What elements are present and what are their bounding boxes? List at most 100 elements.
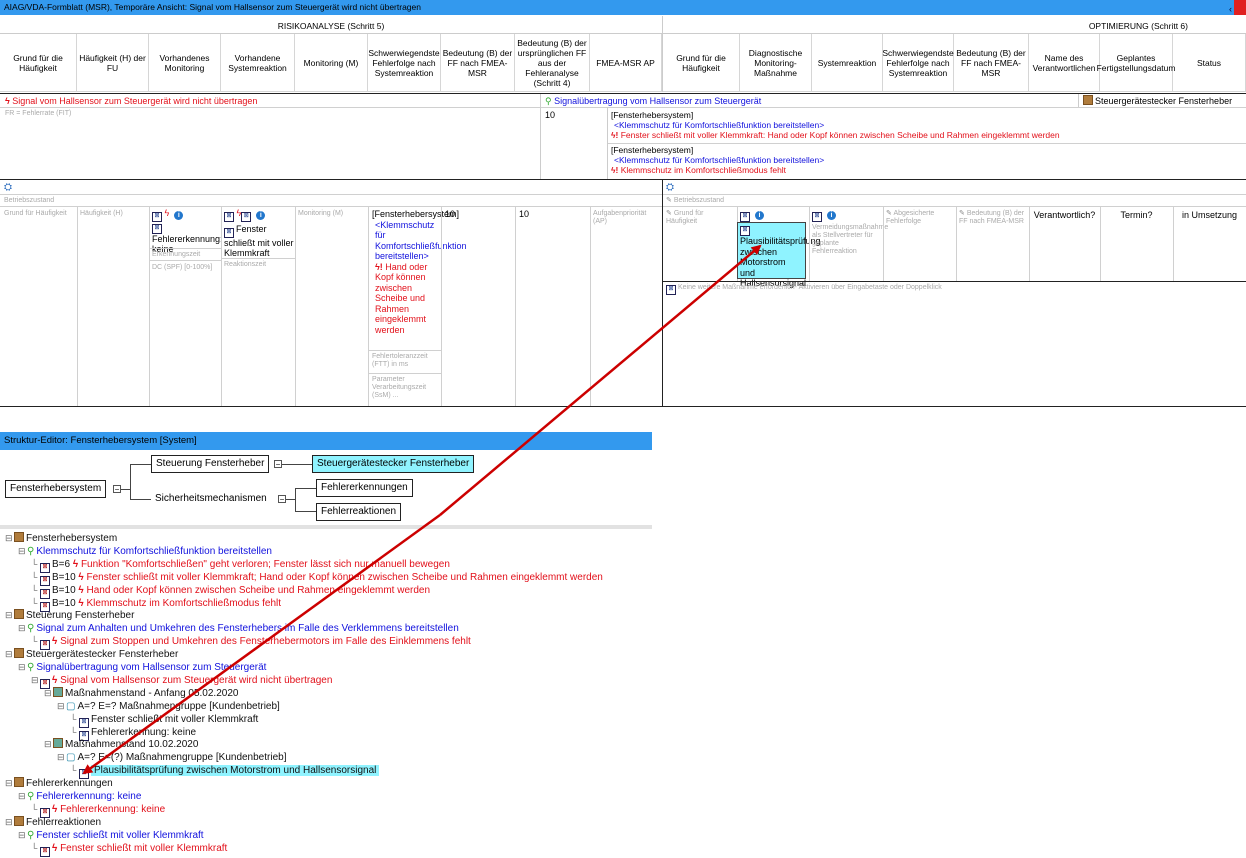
tree-expander-icon[interactable]: ⊟ [18, 662, 26, 672]
node-sicherheit[interactable]: Sicherheitsmechanismen [155, 493, 267, 504]
tree-label: Signalübertragung vom Hallsensor zum Ste… [36, 662, 267, 673]
tree-expander-icon[interactable]: └ [70, 765, 77, 776]
tree-expander-icon[interactable]: ⊟ [18, 829, 26, 840]
tree-prefix: B=6 [52, 558, 73, 570]
row1-b-value: 10 [545, 110, 556, 120]
tree-row[interactable]: ⊟Fehlerreaktionen [5, 815, 101, 830]
tree-expander-icon[interactable]: ⊟ [18, 545, 26, 556]
tree-row[interactable]: ⊟ Maßnahmenstand 10.02.2020 [44, 738, 198, 752]
tree-row[interactable]: ⊟▢A=? E=? Maßnahmengruppe [Kundenbetrieb… [57, 700, 280, 714]
tree-expander-icon[interactable]: ⊟ [18, 791, 26, 801]
tree-expander-icon[interactable]: └ [31, 558, 38, 569]
tree-row[interactable]: └⊠B=10 ϟ Hand oder Kopf können zwischen … [31, 584, 430, 599]
tree-expander-icon[interactable]: └ [31, 584, 38, 595]
row2-r-betrieb-wrap: ✎ Betriebszustand [666, 197, 725, 204]
tree-row[interactable]: ⊟⚲Fenster schließt mit voller Klemmkraft [18, 829, 204, 843]
tree-row[interactable]: ⊟⚲Klemmschutz für Komfortschließfunktion… [18, 545, 272, 559]
measure-icon: ⊠ [79, 730, 89, 741]
tree-expander-icon[interactable]: ⊟ [44, 739, 52, 750]
tree-label: Hand oder Kopf können zwischen Scheibe u… [86, 584, 431, 596]
row2-right-icon[interactable]: ⛭ [666, 182, 674, 193]
row1-function[interactable]: ⚲ Signalübertragung vom Hallsensor zum S… [545, 96, 762, 106]
tree-expander-icon[interactable]: ⊟ [18, 623, 26, 634]
tree-label: Klemmschutz für Komfortschließfunktion b… [36, 545, 272, 557]
tree-expander-icon[interactable]: ⊟ [57, 700, 65, 711]
row1-failure[interactable]: ϟ Signal vom Hallsensor zum Steuergerät … [5, 96, 258, 106]
flash-icon: ϟ [78, 597, 87, 609]
row2-r-termin[interactable]: Termin? [1120, 210, 1153, 220]
tree-row[interactable]: ⊟▢A=? E=(?) Maßnahmengruppe [Kundenbetri… [57, 751, 286, 765]
tree-expander-icon[interactable]: └ [31, 636, 38, 647]
row2-r-diag-icons[interactable]: ⊠ i [740, 208, 765, 222]
row1-element[interactable]: Steuergerätestecker Fensterheber [1083, 95, 1246, 107]
tree-expander-icon[interactable]: ⊟ [44, 687, 52, 698]
hdr-r-systemreaktion: Systemreaktion [812, 34, 883, 92]
tree-expander-icon[interactable]: ⊟ [5, 816, 13, 827]
node-reaktionen[interactable]: Fehlerreaktionen [316, 503, 402, 521]
tree-row[interactable]: └⊠ϟ Fenster schließt mit voller Klemmkra… [31, 842, 227, 857]
row2-r-note[interactable]: ⊠ Keine weitere Maßnahme erforderlich- A… [666, 284, 1166, 295]
editor-title: Struktur-Editor: Fensterhebersystem [Sys… [0, 432, 652, 450]
collapse-button[interactable]: ‹ [1229, 4, 1232, 14]
tree-expander-icon[interactable]: ⊟ [31, 674, 39, 685]
failure-icon: ⊠ [40, 640, 50, 651]
node-stecker[interactable]: Steuergerätestecker Fensterheber [312, 455, 475, 473]
row2-haeuf: Häufigkeit (H) [80, 210, 123, 217]
row2-fehlerfolge[interactable]: [Fensterhebersystem] <Klemmschutz für Ko… [372, 209, 467, 335]
tree-label: Steuergerätestecker Fensterheber [26, 649, 179, 661]
node-root[interactable]: Fensterhebersystem [5, 480, 107, 498]
tree-row[interactable]: ⊟ Maßnahmenstand - Anfang 05.02.2020 [44, 686, 239, 701]
row2-r-grund-wrap: ✎ Grund für Häufigkeit [666, 210, 704, 225]
tree-row[interactable]: ⊟Steuerung Fensterheber [5, 609, 134, 623]
tree-row[interactable]: └⊠ϟ Fehlererkennung: keine [31, 803, 165, 818]
row2-b1: 10 [445, 209, 456, 219]
tree-label: Maßnahmenstand - Anfang 05.02.2020 [65, 687, 239, 699]
tree-expander-icon[interactable]: ⊟ [5, 649, 13, 660]
tree-expander-icon[interactable]: ⊟ [5, 610, 13, 621]
node-erkennungen[interactable]: Fehlererkennungen [316, 479, 413, 497]
tree-row[interactable]: ⊟⊠ϟ Signal vom Hallsensor zum Steuergerä… [31, 674, 332, 689]
row1-effect-2[interactable]: [Fensterhebersystem] <Klemmschutz für Ko… [611, 145, 825, 175]
tree-expander-icon[interactable]: ⊟ [5, 778, 13, 789]
close-button[interactable] [1234, 0, 1246, 15]
tree-expander-icon[interactable]: └ [31, 597, 38, 608]
node-steuerung-collapse[interactable]: − [274, 460, 282, 469]
row2-r-sys-icons[interactable]: ⊠ i [812, 208, 837, 222]
tree-expander-icon[interactable]: └ [31, 571, 38, 582]
node-root-collapse[interactable]: − [113, 485, 121, 494]
tree-expander-icon[interactable]: └ [31, 803, 38, 814]
tree-row[interactable]: ⊟Fensterhebersystem [5, 532, 117, 546]
row2-reaktion-value[interactable]: ⊠Fenster schließt mit voller Klemmkraft [224, 224, 294, 258]
tree-expander-icon[interactable]: └ [70, 726, 77, 737]
tree-row[interactable]: ⊟⚲Signal zum Anhalten und Umkehren des F… [18, 622, 459, 636]
tree-expander-icon[interactable]: ⊟ [57, 752, 65, 763]
failure-icon: ⊠ [40, 575, 50, 586]
tree-row[interactable]: └⊠B=6 ϟ Funktion "Komfortschließen" geht… [31, 558, 450, 573]
row1-effect-1[interactable]: [Fensterhebersystem] <Klemmschutz für Ko… [611, 110, 1060, 140]
window-title-bar: AIAG/VDA-Formblatt (MSR), Temporäre Ansi… [0, 0, 1246, 15]
tree-row[interactable]: ⊟ Steuergerätestecker Fensterheber [5, 648, 178, 662]
row2-mon-icons[interactable]: ⊠ ϟ i [152, 208, 184, 222]
flash-icon: ϟ [52, 842, 61, 854]
tree-row[interactable]: └⊠Fenster schließt mit voller Klemmkraft [70, 713, 258, 728]
tree-row[interactable]: └⊠Fehlererkennung: keine [70, 726, 196, 741]
row2-r-status[interactable]: in Umsetzung [1181, 210, 1238, 220]
flash-icon: ϟ [78, 584, 87, 596]
row2-monitoring-m: Monitoring (M) [298, 210, 344, 217]
tree-row[interactable]: └⊠B=10 ϟ Klemmschutz im Komfortschließmo… [31, 597, 281, 612]
row2-monitoring-value[interactable]: ⊠Fehlererkennung: keine [152, 224, 223, 254]
tree-label: Maßnahmenstand 10.02.2020 [65, 739, 199, 751]
node-sicherheit-collapse[interactable]: − [278, 495, 286, 504]
row2-left-icon[interactable]: ⛭ [4, 182, 12, 193]
tree-row[interactable]: ⊟⚲Fehlererkennung: keine [18, 790, 141, 804]
tree-row[interactable]: ⊟⚲Signalübertragung vom Hallsensor zum S… [18, 661, 266, 675]
tree-row[interactable]: └⊠B=10 ϟ Fenster schließt mit voller Kle… [31, 571, 603, 586]
node-steuerung[interactable]: Steuerung Fensterheber [151, 455, 270, 473]
row2-r-verant[interactable]: Verantwortlich? [1033, 210, 1096, 220]
tree-row[interactable]: ⊟Fehlererkennungen [5, 777, 113, 791]
row2-reakt-icons[interactable]: ⊠ ϟ⊠ i [224, 208, 266, 222]
editor-splitter[interactable] [0, 525, 652, 529]
tree-expander-icon[interactable]: └ [31, 842, 38, 853]
tree-expander-icon[interactable]: ⊟ [5, 533, 13, 543]
tree-expander-icon[interactable]: └ [70, 713, 77, 724]
